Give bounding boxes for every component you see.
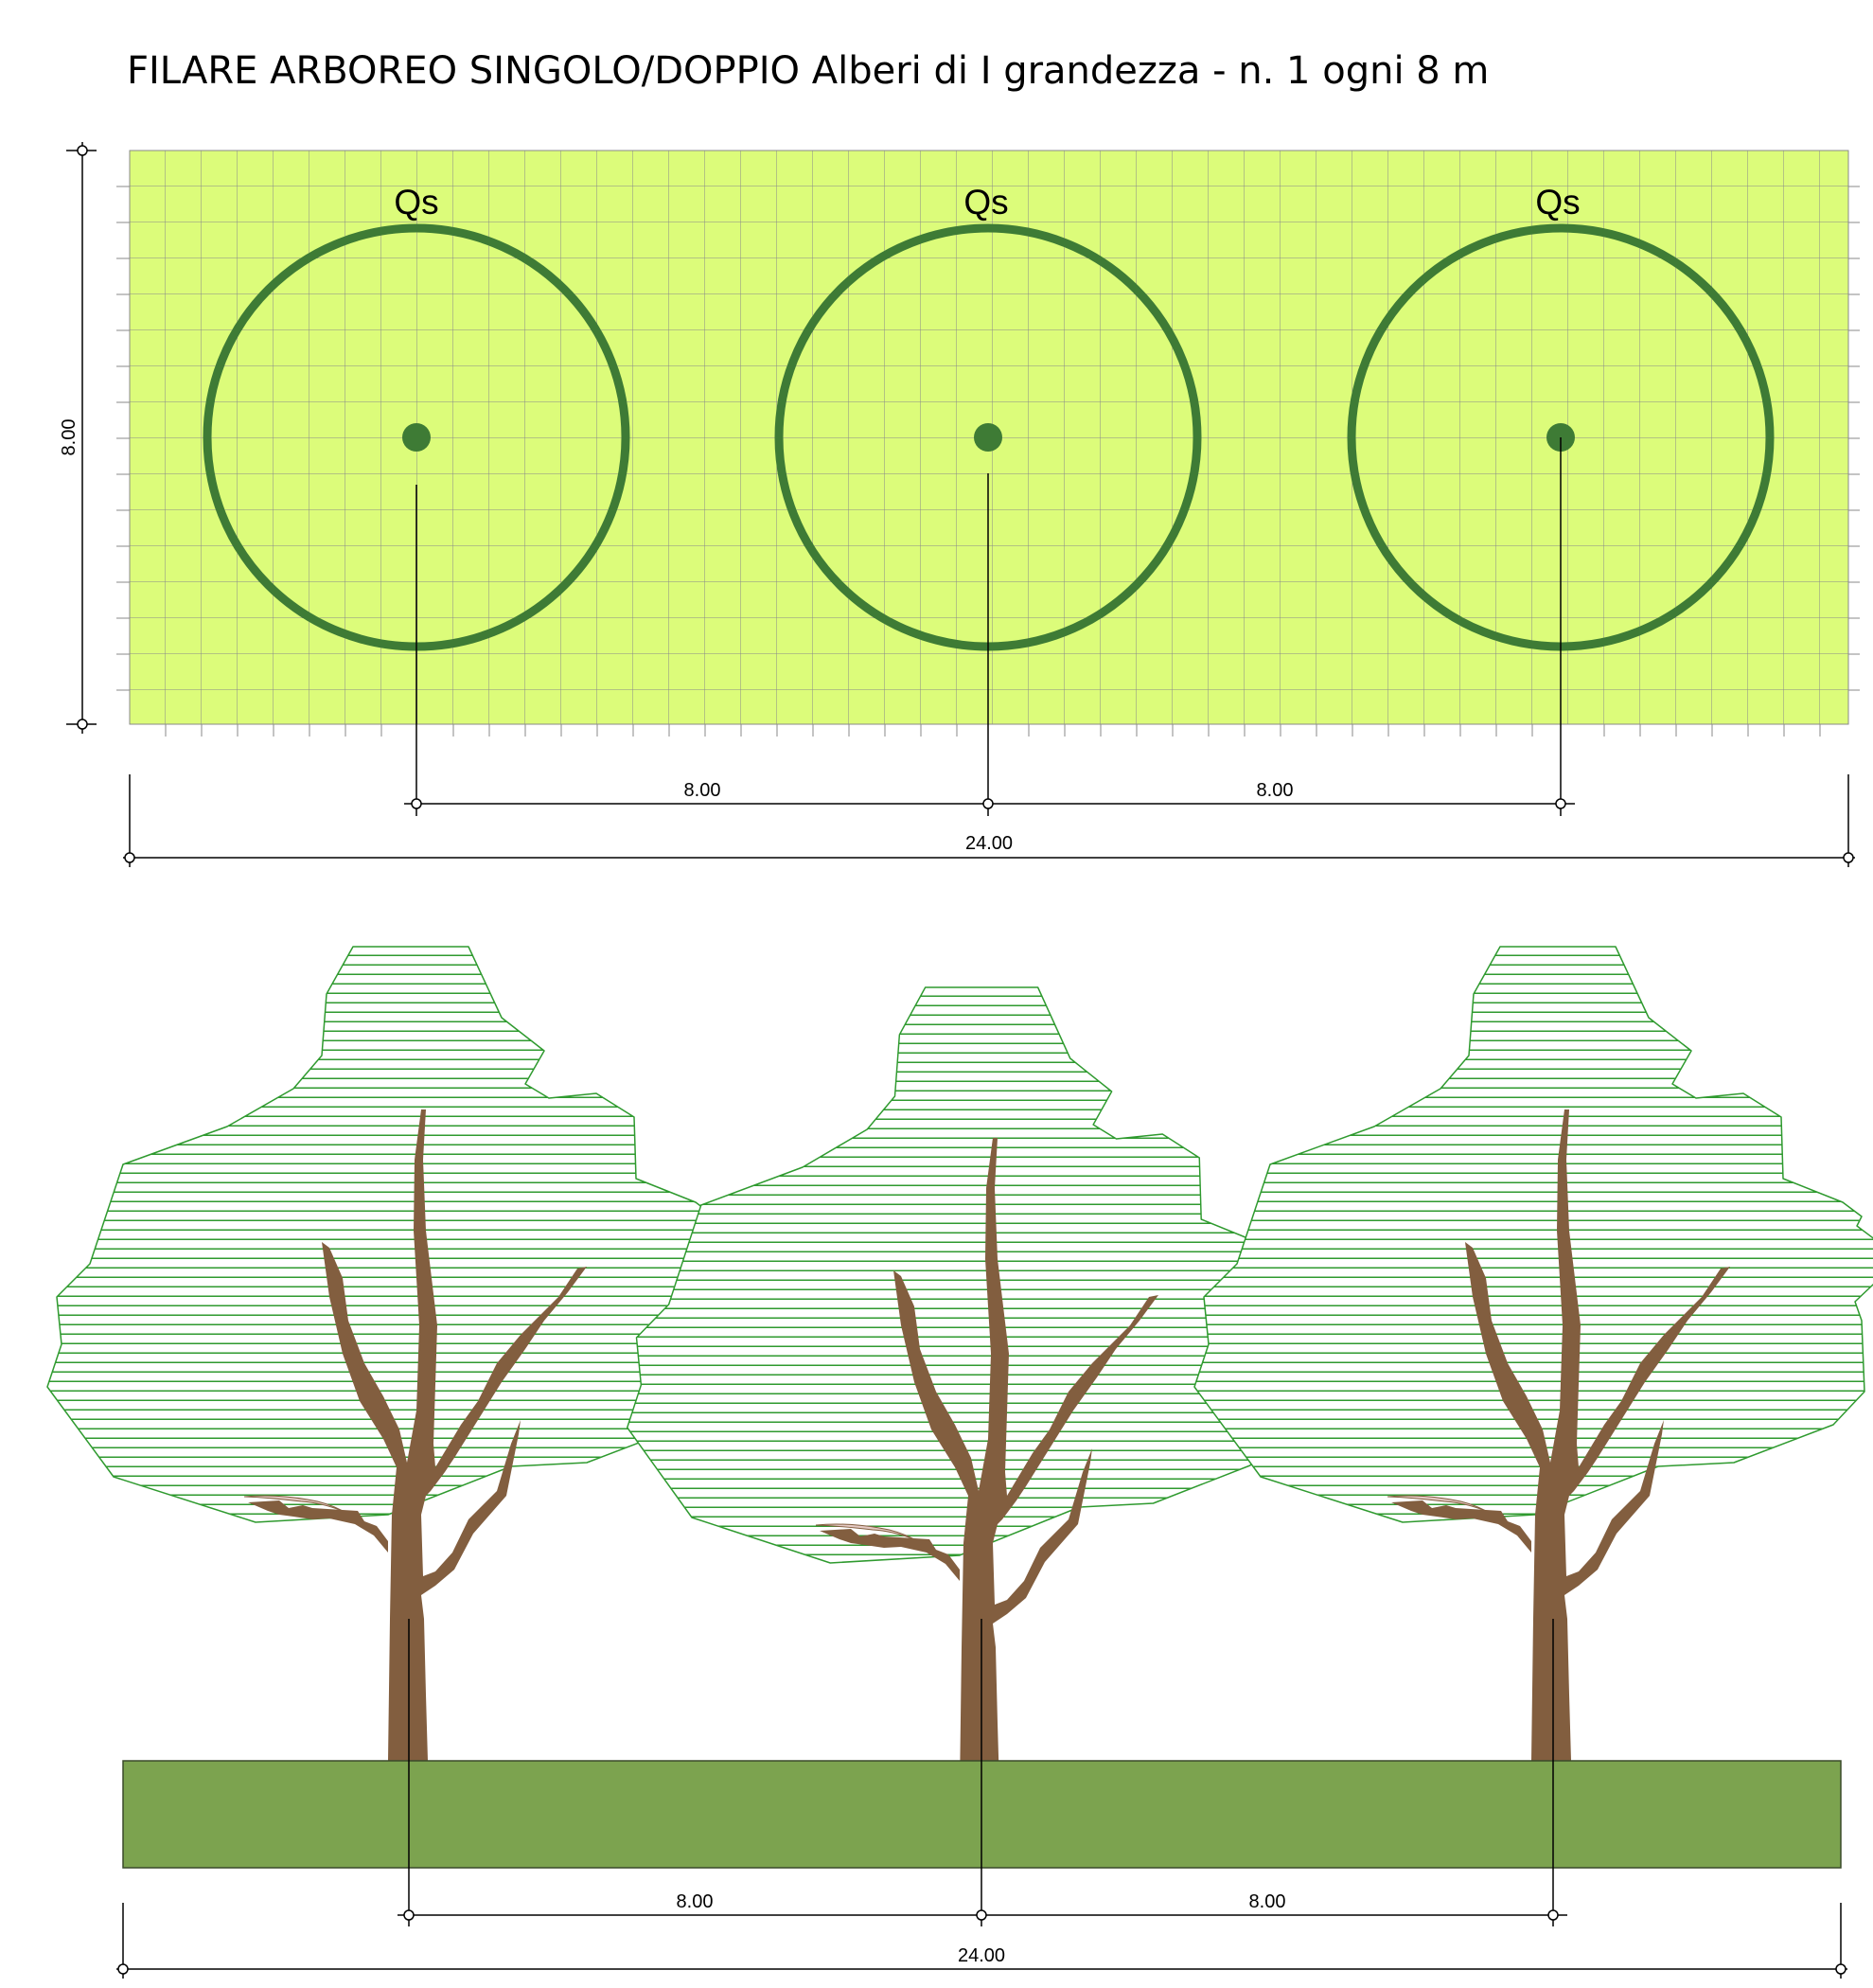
elevation-spacing-2-label: 8.00 — [1249, 1891, 1286, 1912]
elevation-total-dimension: 24.00 — [116, 1903, 1847, 1979]
plan-height-label: 8.00 — [59, 419, 80, 456]
elevation-spacing-1-label: 8.00 — [677, 1891, 714, 1912]
elevation-spacing-dimension: 8.00 8.00 — [398, 1891, 1567, 1921]
elevation-total-label: 24.00 — [958, 1945, 1005, 1966]
plan-spacing-1-label: 8.00 — [684, 780, 721, 801]
plan-view: Qs Qs Qs — [116, 150, 1860, 816]
tree-2-label: Qs — [963, 183, 1008, 222]
plan-spacing-2-label: 8.00 — [1257, 780, 1294, 801]
tree-1-trunk-marker — [402, 423, 431, 452]
plan-height-dimension: 8.00 — [59, 142, 97, 734]
plan-total-dimension: 24.00 — [123, 774, 1855, 867]
plan-spacing-dimension: 8.00 8.00 — [404, 780, 1575, 809]
drawing-title: FILARE ARBOREO SINGOLO/DOPPIO Alberi di … — [127, 49, 1489, 93]
plan-total-label: 24.00 — [965, 833, 1013, 854]
tree-2-trunk-marker — [974, 423, 1002, 452]
elevation-view — [46, 946, 1873, 1926]
tree-1-label: Qs — [394, 183, 438, 222]
tree-3-label: Qs — [1535, 183, 1580, 222]
